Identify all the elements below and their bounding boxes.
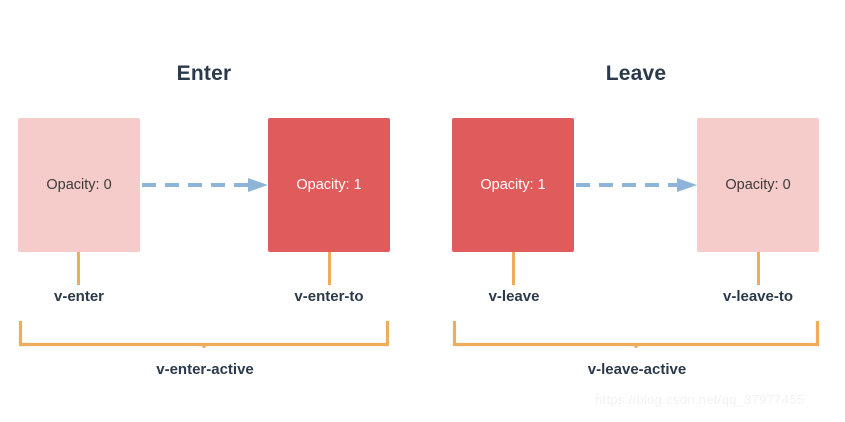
- state-box-enter-to: Opacity: 1: [268, 118, 390, 252]
- connector-stem-v-enter: [77, 252, 80, 285]
- state-box-leave-from: Opacity: 1: [452, 118, 574, 252]
- state-box-label: Opacity: 1: [296, 177, 362, 193]
- state-box-label: Opacity: 0: [46, 177, 112, 193]
- class-label-v-enter-active: v-enter-active: [156, 361, 254, 378]
- class-label-v-leave-active: v-leave-active: [587, 361, 687, 378]
- connector-stem-v-leave-to: [757, 252, 760, 285]
- class-label-v-enter: v-enter: [53, 288, 105, 305]
- transition-arrow-leave: [576, 177, 697, 193]
- active-bracket-enter: [18, 320, 390, 348]
- group-title-enter: Enter: [176, 62, 232, 85]
- transition-arrow-enter: [142, 177, 268, 193]
- class-label-v-leave-to: v-leave-to: [722, 288, 794, 305]
- watermark-text: https://blog.csdn.net/qq_37977455: [595, 392, 805, 407]
- group-title-leave: Leave: [605, 62, 667, 85]
- state-box-label: Opacity: 0: [725, 177, 791, 193]
- connector-stem-v-leave: [512, 252, 515, 285]
- class-label-v-leave: v-leave: [488, 288, 540, 305]
- class-label-v-enter-to: v-enter-to: [294, 288, 364, 305]
- state-box-label: Opacity: 1: [480, 177, 546, 193]
- connector-stem-v-enter-to: [328, 252, 331, 285]
- active-bracket-leave: [452, 320, 820, 348]
- state-box-leave-to: Opacity: 0: [697, 118, 819, 252]
- state-box-enter-from: Opacity: 0: [18, 118, 140, 252]
